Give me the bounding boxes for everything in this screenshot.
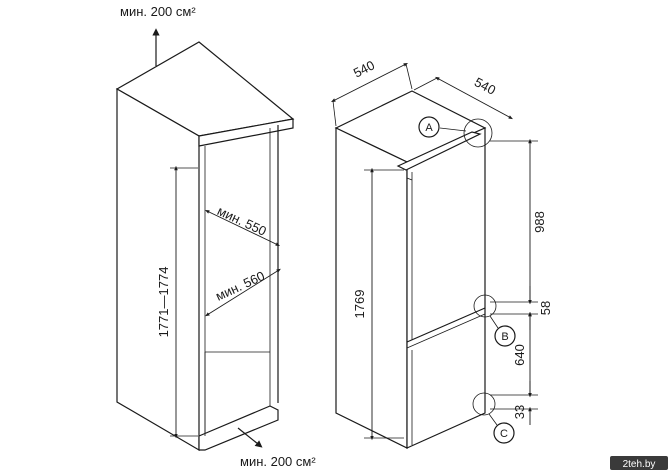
lower-section-label: 640	[512, 344, 527, 366]
callout-b-label: B	[501, 331, 508, 343]
callout-c-label: C	[500, 428, 508, 440]
callout-c	[493, 422, 515, 444]
bottom-gap-label: 33	[512, 405, 527, 419]
width-label: 540	[351, 57, 377, 80]
detail-circle-a	[463, 118, 493, 148]
vent-top-label: мин. 200 см²	[120, 4, 196, 19]
door-split-line	[406, 307, 486, 343]
upper-section-label: 988	[532, 211, 547, 233]
callout-a-label: A	[425, 122, 433, 134]
depth-dimension-line	[435, 76, 513, 120]
callout-a	[418, 116, 440, 138]
min-width-label: мин. 550	[215, 203, 269, 239]
cabinet-top-rail	[198, 118, 294, 147]
watermark: 2teh.by	[610, 456, 668, 470]
cabinet-niche-drawing: мин. 200 см² 1771—1774 мин. 550 мин. 560…	[115, 4, 316, 469]
vent-bottom-arrow	[237, 427, 263, 448]
fridge-front-face	[406, 127, 486, 449]
detail-circle-c	[472, 392, 496, 416]
callout-b	[494, 325, 516, 347]
min-depth-line	[205, 268, 281, 317]
min-width-line	[204, 210, 281, 246]
height-range-label: 1771—1774	[156, 267, 171, 338]
width-dimension-line	[330, 62, 409, 103]
vent-bottom-label: мин. 200 см²	[240, 454, 316, 469]
fridge-side-face	[335, 127, 408, 449]
gap-label: 58	[538, 301, 553, 315]
height-label-right: 1769	[352, 290, 367, 319]
depth-label: 540	[472, 74, 498, 97]
refrigerator-drawing: 540 540 1769 988 58 640 33 A	[330, 57, 553, 449]
detail-circle-b	[473, 294, 497, 318]
watermark-text: 2teh.by	[623, 459, 656, 470]
min-depth-label: мин. 560	[213, 268, 267, 304]
